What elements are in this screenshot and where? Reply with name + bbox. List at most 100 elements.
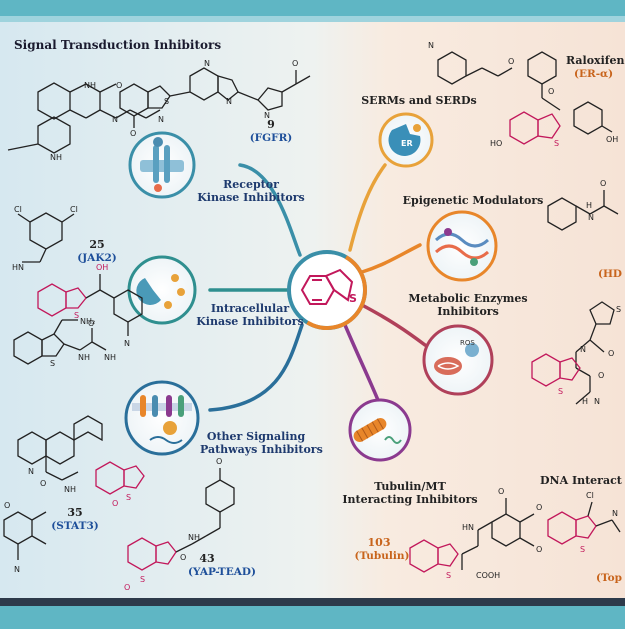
metabolic-icon: ROS bbox=[422, 324, 494, 396]
compound-target-hd: (HD bbox=[598, 268, 622, 280]
structure-yap bbox=[127, 537, 177, 571]
receptor-kinase-label-line2: Kinase Inhibitors bbox=[197, 191, 305, 204]
atom-label: S bbox=[50, 359, 55, 368]
atom-label: N bbox=[580, 345, 586, 354]
page-title: Signal Transduction Inhibitors bbox=[14, 38, 222, 52]
structure-left-bottom bbox=[3, 511, 47, 560]
atom-label: N bbox=[204, 59, 210, 68]
structure-stat3-b bbox=[95, 461, 145, 495]
atom-label: O bbox=[40, 479, 46, 488]
atom-label: N bbox=[612, 509, 618, 518]
serms-label-line1: SERMs and SERDs bbox=[361, 94, 477, 107]
top-band bbox=[0, 16, 625, 22]
atom-label: N bbox=[14, 565, 20, 574]
tubulin-icon bbox=[348, 398, 412, 462]
intracellular-kinase-label-line1: Intracellular bbox=[210, 302, 290, 315]
atom-label: O bbox=[116, 81, 122, 90]
atom-label: S bbox=[616, 305, 621, 314]
epigenetic-label-line1: Epigenetic Modulators bbox=[402, 194, 544, 207]
atom-label: S bbox=[558, 387, 563, 396]
structure-jak2-c bbox=[85, 274, 143, 336]
atom-label: S bbox=[140, 575, 145, 584]
structure-hd bbox=[547, 190, 619, 231]
epigenetic-label: Epigenetic Modulators bbox=[398, 194, 548, 207]
epigenetic-icon bbox=[426, 210, 498, 282]
receptor-kinase-icon bbox=[128, 131, 196, 199]
structure-raloxifene-core bbox=[509, 111, 561, 145]
other-pathways-icon bbox=[124, 380, 200, 456]
metabolic-label: Metabolic Enzymes Inhibitors bbox=[400, 292, 536, 318]
atom-label: N bbox=[112, 115, 118, 124]
structure-top bbox=[547, 511, 597, 545]
tubulin-label: Tubulin/MT Interacting Inhibitors bbox=[340, 480, 480, 506]
structure-stat3 bbox=[17, 415, 103, 481]
branch-metabolic bbox=[360, 303, 427, 347]
atom-label: COOH bbox=[476, 571, 500, 580]
atom-label: O bbox=[130, 129, 136, 138]
structure-right-mid-core bbox=[531, 353, 581, 387]
central-node: S bbox=[287, 250, 367, 330]
branch-serms bbox=[348, 163, 387, 252]
atom-label: O bbox=[216, 457, 222, 466]
serms-label: SERMs and SERDs bbox=[354, 94, 484, 107]
atom-label: NH bbox=[64, 485, 76, 494]
atom-label: N bbox=[594, 397, 600, 406]
atom-label: N bbox=[28, 467, 34, 476]
atom-label: NH₂ bbox=[80, 317, 95, 326]
atom-label: O bbox=[536, 503, 542, 512]
atom-label: O bbox=[4, 501, 10, 510]
compound-name-raloxifene: Raloxifene bbox=[566, 54, 625, 67]
atom-label: O bbox=[498, 487, 504, 496]
atom-label: N bbox=[124, 339, 130, 348]
atom-label: O bbox=[536, 545, 542, 554]
atom-label: O bbox=[88, 319, 94, 328]
atom-label: N bbox=[226, 97, 232, 106]
atom-label: O bbox=[548, 87, 554, 96]
structure-jak2-b bbox=[37, 283, 87, 317]
metabolic-label-line2: Inhibitors bbox=[437, 305, 499, 318]
compound-number-stat3: 35 bbox=[67, 506, 83, 519]
intracellular-kinase-label-line2: Kinase Inhibitors bbox=[196, 315, 304, 328]
metabolic-label-line1: Metabolic Enzymes bbox=[408, 292, 528, 305]
atom-label: S bbox=[164, 97, 169, 106]
atom-label: N bbox=[264, 111, 270, 120]
other-pathways-label-line1: Other Signaling bbox=[206, 430, 306, 443]
dna-interact-label-line1: DNA Interact bbox=[540, 474, 622, 487]
atom-label: NH bbox=[84, 81, 96, 90]
atom-label: S bbox=[446, 571, 451, 580]
atom-label: HN bbox=[12, 263, 24, 272]
atom-label: NH bbox=[104, 353, 116, 362]
atom-label: S bbox=[126, 493, 131, 502]
structure-tubulin-core bbox=[409, 539, 459, 573]
compound-target-top: (Top bbox=[596, 572, 622, 584]
compound-target-yaptead: (YAP-TEAD) bbox=[188, 566, 256, 578]
other-pathways-label-line2: Pathways Inhibitors bbox=[200, 443, 323, 456]
atom-label: O bbox=[508, 57, 514, 66]
er-icon: ER bbox=[378, 112, 434, 168]
compound-number-yaptead: 43 bbox=[199, 552, 215, 565]
atom-label: N bbox=[158, 115, 164, 124]
atom-label: OH bbox=[96, 263, 108, 272]
atom-label: H bbox=[582, 397, 588, 406]
branch-epigenetic bbox=[360, 243, 422, 274]
receptor-kinase-label: Receptor Kinase Inhibitors bbox=[196, 178, 306, 204]
compound-target-raloxifene: (ER-α) bbox=[574, 68, 614, 80]
other-pathways-label: Other Signaling Pathways Inhibitors bbox=[200, 430, 323, 456]
intracellular-kinase-label: Intracellular Kinase Inhibitors bbox=[196, 302, 304, 328]
atom-label: HN bbox=[462, 523, 474, 532]
compound-target-jak2: (JAK2) bbox=[77, 252, 117, 264]
atom-label: O bbox=[598, 371, 604, 380]
central-sulfur: S bbox=[349, 292, 357, 305]
compound-target-fgfr: (FGFR) bbox=[249, 132, 293, 144]
atom-label: H bbox=[586, 201, 592, 210]
atom-label: HO bbox=[490, 139, 502, 148]
branch-other bbox=[208, 323, 304, 412]
dna-interact-label: DNA Interact bbox=[540, 474, 624, 487]
atom-label: Cl bbox=[70, 205, 78, 214]
atom-label: N bbox=[588, 213, 594, 222]
atom-label: O bbox=[180, 553, 186, 562]
atom-label: NH bbox=[50, 153, 62, 162]
atom-label: NH bbox=[78, 353, 90, 362]
structure-left-top bbox=[7, 82, 161, 154]
